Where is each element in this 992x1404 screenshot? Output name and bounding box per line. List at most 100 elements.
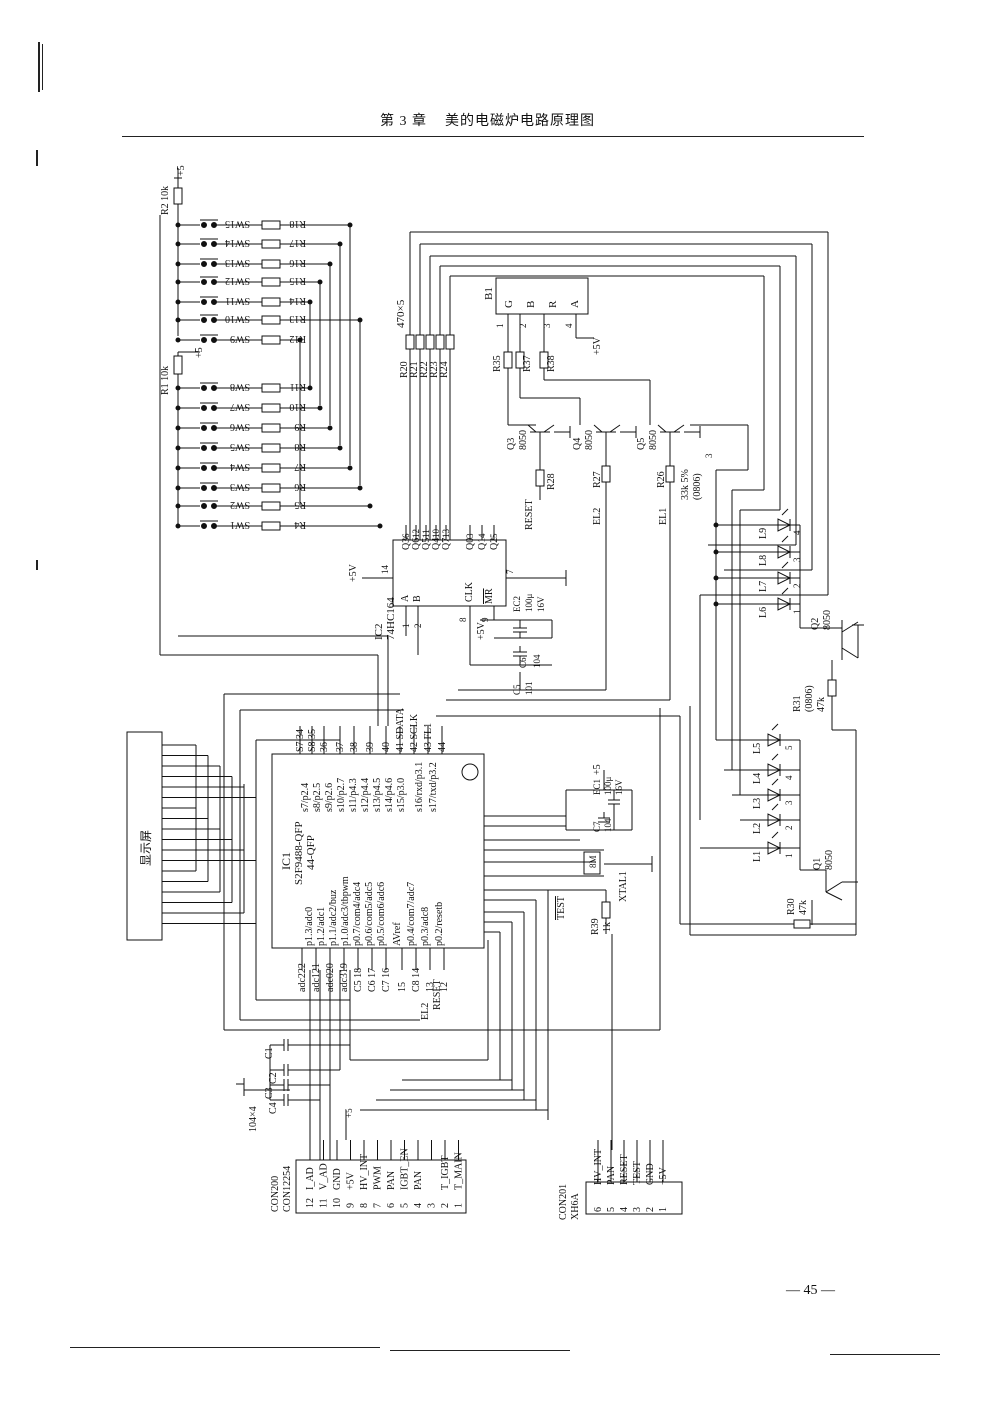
ic1-bottom-pin-label: C7 16 — [381, 968, 392, 992]
switch-label: SW10 — [225, 313, 250, 324]
junction-dot — [175, 385, 181, 391]
ic2-pin-number: 4 — [477, 533, 487, 538]
led-arrow — [771, 753, 779, 761]
led-arrow — [781, 508, 789, 516]
r31-label: R31 — [792, 695, 803, 712]
led-label: L4 — [752, 773, 763, 784]
display-label: 显示屏 — [139, 830, 153, 866]
r2-resistor — [173, 187, 183, 205]
r30-label: R30 — [786, 898, 797, 915]
ic1-bottom-pin-label: C5 18 — [353, 968, 364, 992]
ic1-right-pin-label: s17/txd/p3.2 — [428, 762, 439, 812]
con201-pin-label: TEST — [632, 1161, 643, 1185]
res-array-r22: R22 — [419, 361, 430, 378]
con201-pin-label: +5V — [658, 1166, 669, 1185]
con200-pin-label: PAN — [386, 1171, 397, 1190]
display-block — [126, 731, 163, 941]
led-arrow — [771, 803, 779, 811]
switch-label: SW15 — [225, 218, 250, 229]
switch-contact — [201, 317, 207, 323]
transistor-emitter — [543, 424, 555, 433]
switch-contact — [211, 317, 217, 323]
ic1-net-reset: RESET — [432, 979, 443, 1010]
con201-body — [585, 1181, 683, 1215]
row-resistor — [261, 501, 281, 511]
row-resistor — [261, 383, 281, 393]
res-array-r24: R24 — [439, 361, 450, 378]
ic2-pin-number: 3 — [465, 533, 475, 538]
b1-pin-r: R — [547, 300, 559, 308]
row-resistor — [261, 239, 281, 249]
r26-label: R26 — [656, 471, 667, 488]
c6-value: 104 — [532, 654, 542, 668]
resistor-label: R11 — [290, 381, 306, 392]
ic1-left-pin-label: p1.1/adc2/buz — [328, 889, 339, 946]
con201-pin-number: 2 — [645, 1207, 656, 1212]
junction-dot — [175, 317, 181, 323]
switch-label: SW13 — [225, 257, 250, 268]
switch-contact — [201, 485, 207, 491]
switch-label: SW7 — [230, 401, 250, 412]
con201-pin-number: 4 — [619, 1207, 630, 1212]
el1-net-label: EL1 — [658, 508, 669, 525]
switch-label: SW14 — [225, 237, 250, 248]
con200-pin-label: IGBT_EN — [400, 1148, 411, 1190]
con200-pin-number: 4 — [413, 1203, 424, 1208]
con200-pin-label: +5V — [346, 1171, 357, 1190]
con200-part: CON12254 — [282, 1166, 293, 1212]
r31-value: 47k — [816, 697, 827, 712]
ic1-left-pin-label: p0.4/com7/adc7 — [406, 882, 417, 946]
row-resistor — [261, 259, 281, 269]
con201-pin-label: HV_INT — [593, 1149, 604, 1185]
junction-dot — [377, 523, 383, 529]
con201-pin-number: 6 — [593, 1207, 604, 1212]
con200-pin-number: 8 — [359, 1203, 370, 1208]
led-pin-number: 2 — [792, 584, 802, 589]
ic1-bottom-pin-label: adc222 — [297, 963, 308, 992]
con200-pin-number: 12 — [305, 1198, 316, 1208]
ic1-left-pin-label: AVref — [392, 922, 403, 946]
ic2-pin2: 2 — [413, 624, 423, 629]
con200-pin-number: 9 — [346, 1203, 357, 1208]
transistor-type: 8050 — [584, 430, 595, 450]
con200-pin-label: PWM — [373, 1166, 384, 1190]
ic2-pin8: 8 — [458, 617, 468, 622]
switch-contact — [211, 222, 217, 228]
con200-pin-label: I_AD — [305, 1167, 316, 1190]
ic1-bottom-pin-label: adc319 — [339, 963, 350, 992]
con200-pin-number: 11 — [319, 1198, 330, 1208]
led-arrow — [781, 561, 789, 569]
crystal-xtal1 — [583, 851, 601, 875]
b1-pin-b: B — [525, 301, 537, 308]
switch-contact — [201, 222, 207, 228]
r26-package: (0806) — [692, 473, 703, 500]
c5-label: C5 — [512, 684, 522, 695]
switch-contact — [211, 425, 217, 431]
resistor-label: R10 — [289, 401, 306, 412]
led-diode — [777, 597, 792, 611]
junction-dot — [713, 549, 719, 555]
ec1-supply: +5 — [592, 764, 603, 775]
r1-resistor — [173, 355, 183, 375]
resistor-label: R13 — [289, 313, 306, 324]
q2-type: 8050 — [822, 610, 833, 630]
b1-rgb-module: B1 G B R A 1 2 3 4 +5V R35 R37 R38 — [483, 277, 651, 426]
switch-contact — [211, 261, 217, 267]
res-array-r23: R23 — [429, 361, 440, 378]
r35-label: R35 — [492, 355, 503, 372]
test-net-label: TEST — [556, 896, 567, 920]
display-connector: 显示屏 — [126, 731, 257, 941]
transistor-collector — [527, 424, 537, 433]
switch-contact — [211, 445, 217, 451]
crystal-label: XTAL1 — [618, 871, 629, 902]
ic2-pin-clk: CLK — [464, 581, 475, 602]
switch-label: SW5 — [230, 441, 250, 452]
ic1-bottom-pin-label: 15 — [397, 982, 408, 992]
scan-mark — [42, 44, 43, 90]
ic2-mr-supply: +5V — [476, 621, 487, 640]
transistor-label: Q4 — [572, 438, 583, 450]
con200-pin-label: HV_INT — [359, 1154, 370, 1190]
switch-label: SW3 — [230, 481, 250, 492]
ic2-output-label: Q0 — [465, 538, 476, 550]
led-arrow — [781, 587, 789, 595]
